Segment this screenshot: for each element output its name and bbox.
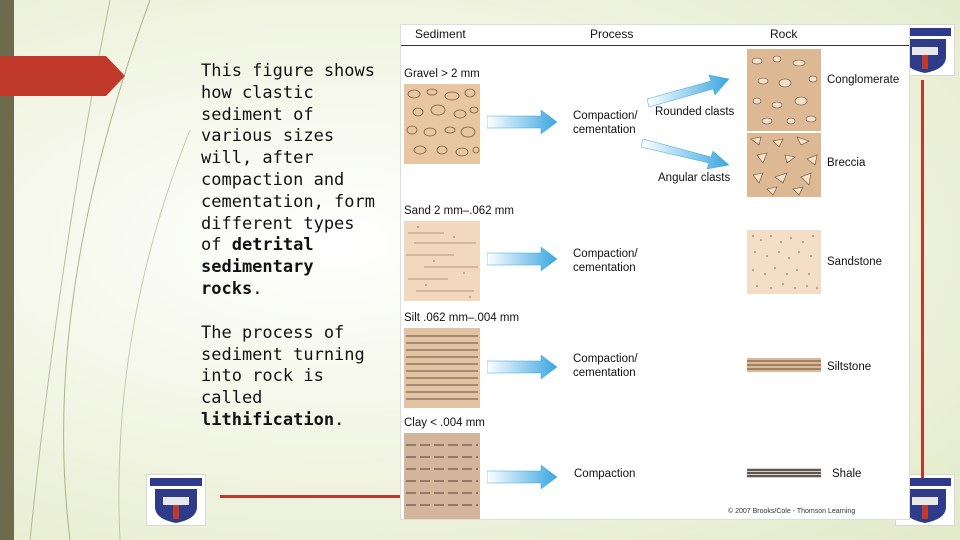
right-red-rule xyxy=(921,80,924,478)
silt-swatch xyxy=(404,328,480,408)
label-gravel: Gravel > 2 mm xyxy=(404,68,480,80)
rock-conglomerate: Conglomerate xyxy=(827,74,900,86)
shale-swatch xyxy=(747,468,821,478)
title-tab-marker xyxy=(0,56,125,96)
siltstone-swatch xyxy=(747,358,821,372)
breccia-swatch xyxy=(747,133,821,197)
paragraph-2: The process of sediment turning into roc… xyxy=(201,322,365,430)
arrow-angular xyxy=(641,138,730,170)
label-silt: Silt .062 mm–.004 mm xyxy=(404,312,520,324)
conglomerate-swatch xyxy=(747,49,821,131)
rock-shale: Shale xyxy=(832,468,862,480)
rock-breccia: Breccia xyxy=(827,157,866,169)
header-process: Process xyxy=(590,27,634,41)
process-silt: Compaction/cementation xyxy=(573,353,638,379)
figure-header: Sediment Process Rock xyxy=(401,25,909,46)
sandstone-swatch xyxy=(747,230,821,294)
process-clay: Compaction xyxy=(574,468,636,480)
header-rock: Rock xyxy=(770,27,798,41)
process-sand: Compaction/cementation xyxy=(573,248,638,274)
left-accent-bar xyxy=(0,0,14,540)
paragraph-1: This figure shows how clastic sediment o… xyxy=(201,61,375,299)
label-sand: Sand 2 mm–.062 mm xyxy=(404,205,514,217)
arrow-sand xyxy=(487,247,557,271)
arrow-gravel xyxy=(487,110,557,134)
arrow-clay xyxy=(487,465,557,489)
slide-text: This figure shows how clastic sediment o… xyxy=(201,61,376,432)
figure-copyright: © 2007 Brooks/Cole - Thomson Learning xyxy=(728,508,856,515)
sediment-to-rock-figure: Sediment Process Rock Gravel > 2 mm Sand… xyxy=(400,24,910,520)
arrow-silt xyxy=(487,355,557,379)
arrow-rounded xyxy=(647,74,730,108)
label-angular-clasts: Angular clasts xyxy=(658,172,731,184)
rock-siltstone: Siltstone xyxy=(827,361,872,373)
gravel-swatch xyxy=(404,84,480,164)
clay-swatch xyxy=(404,433,480,519)
rock-sandstone: Sandstone xyxy=(827,256,882,268)
label-rounded-clasts: Rounded clasts xyxy=(655,106,735,118)
sand-swatch xyxy=(404,221,480,301)
process-gravel: Compaction/cementation xyxy=(573,110,638,136)
header-sediment: Sediment xyxy=(415,27,466,41)
label-clay: Clay < .004 mm xyxy=(404,417,485,429)
university-logo-bottom-left xyxy=(146,474,206,526)
